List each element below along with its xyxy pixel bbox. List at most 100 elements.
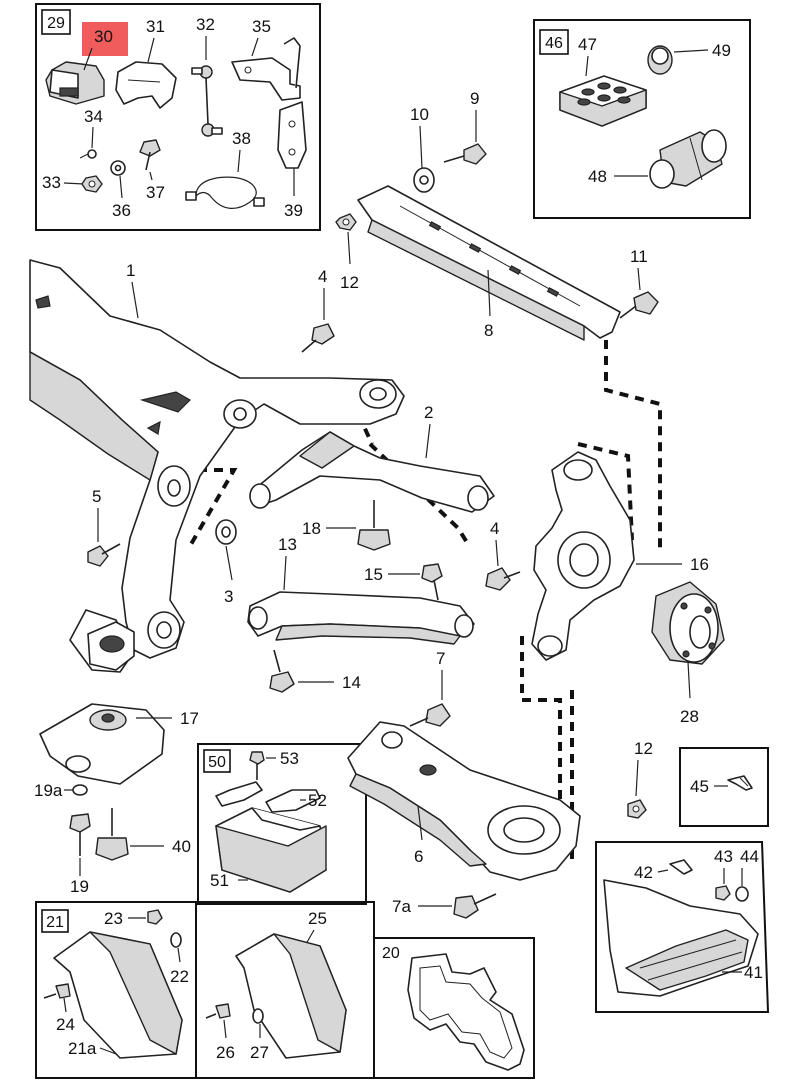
- label-49: 49: [712, 41, 731, 60]
- highlight-part-30: [82, 22, 128, 56]
- alignment-dash-6: [520, 636, 562, 860]
- label-14: 14: [342, 673, 361, 692]
- part-7a-bolt: [453, 893, 497, 919]
- box-46-tag: [539, 29, 569, 55]
- label-31: 31: [146, 17, 165, 36]
- label-42: 42: [634, 863, 653, 882]
- part-26-screw: [205, 1003, 231, 1019]
- part-45-clip: [727, 775, 753, 791]
- part-24-screw: [43, 983, 71, 999]
- part-19-bolt: [69, 813, 91, 856]
- part-12-nut-lower: [627, 799, 647, 819]
- label-19: 19: [70, 877, 89, 896]
- part-15-bolt: [421, 563, 443, 601]
- part-17-mount: [39, 703, 165, 785]
- label-43: 43: [714, 847, 733, 866]
- alignment-dash-5: [577, 442, 634, 541]
- part-52-clamps: [215, 781, 321, 813]
- label-37: 37: [146, 183, 165, 202]
- box-50-tag: [203, 749, 231, 773]
- box-45-frame: [679, 747, 769, 827]
- part-38-cable: [185, 176, 265, 209]
- box-29-number: 29: [47, 15, 65, 32]
- label-39: 39: [284, 201, 303, 220]
- part-48-bushing: [649, 129, 727, 189]
- label-18: 18: [302, 519, 321, 538]
- part-36-washer: [110, 160, 126, 176]
- part-42-clip: [669, 859, 693, 875]
- part-16-knuckle: [531, 451, 635, 661]
- label-25: 25: [308, 909, 327, 928]
- part-47-bushing-block: [559, 75, 647, 127]
- label-22: 22: [170, 967, 189, 986]
- label-33: 33: [42, 173, 61, 192]
- part-33-nut: [81, 175, 103, 193]
- box-46-frame: [533, 19, 751, 219]
- box-20-frame: [373, 937, 535, 1079]
- part-23-nut: [147, 909, 163, 925]
- label-23: 23: [104, 909, 123, 928]
- label-12-upper: 12: [340, 273, 359, 292]
- label-5: 5: [92, 487, 101, 506]
- part-6-trailing-arm: [347, 721, 581, 881]
- part-13-lower-arm: [247, 591, 475, 645]
- label-4-upper: 4: [318, 267, 327, 286]
- box-20-number: 20: [382, 945, 400, 962]
- label-35: 35: [252, 17, 271, 36]
- part-37-bolt: [139, 139, 161, 171]
- part-9-bolt: [443, 143, 487, 165]
- part-49-sleeve: [647, 45, 673, 75]
- label-7: 7: [436, 649, 445, 668]
- part-30-height-sensor: [45, 61, 105, 105]
- part-14-bolt: [269, 649, 295, 693]
- part-18-bolt: [357, 500, 391, 551]
- part-43-nut: [715, 885, 731, 901]
- part-20-pad: [407, 953, 525, 1071]
- part-10-washer: [413, 167, 435, 193]
- alignment-dash-1: [604, 340, 662, 548]
- part-44-washer: [735, 886, 749, 902]
- label-10: 10: [410, 105, 429, 124]
- label-4-lower: 4: [490, 519, 499, 538]
- label-28: 28: [680, 707, 699, 726]
- box-41-frame: [595, 841, 770, 1013]
- part-28-hub: [651, 581, 725, 665]
- label-53: 53: [280, 749, 299, 768]
- part-22-washer: [170, 932, 182, 948]
- label-30: 30: [94, 27, 113, 46]
- part-8-cross-member: [357, 185, 621, 341]
- part-4-bolt-lower: [485, 567, 521, 591]
- part-34-screw: [79, 149, 97, 159]
- part-27-washer: [252, 1008, 264, 1024]
- label-17: 17: [180, 709, 199, 728]
- box-29-frame: [35, 3, 321, 231]
- part-3-washer: [215, 519, 237, 545]
- label-8: 8: [484, 321, 493, 340]
- part-35-bracket: [231, 37, 301, 101]
- label-51: 51: [210, 871, 229, 890]
- box-21-tag: [41, 909, 69, 933]
- box-50-number: 50: [208, 754, 226, 771]
- label-6: 6: [414, 847, 423, 866]
- label-19a: 19a: [34, 781, 63, 800]
- part-41-cover: [603, 879, 759, 997]
- label-15: 15: [364, 565, 383, 584]
- part-31-bracket: [115, 61, 177, 109]
- part-5-bolt: [87, 543, 121, 567]
- part-21a-mud-flap: [53, 931, 183, 1059]
- label-27: 27: [250, 1043, 269, 1062]
- part-7-bolt: [409, 703, 451, 727]
- part-2-upper-arm: [249, 431, 495, 513]
- label-45: 45: [690, 777, 709, 796]
- label-48: 48: [588, 167, 607, 186]
- label-34: 34: [84, 107, 103, 126]
- part-25-mud-flap: [235, 933, 347, 1059]
- part-53-screw: [249, 751, 265, 780]
- label-13: 13: [278, 535, 297, 554]
- label-40: 40: [172, 837, 191, 856]
- part-4-bolt-upper: [301, 323, 335, 353]
- part-40-bolt: [95, 808, 129, 861]
- label-9: 9: [470, 89, 479, 108]
- label-44: 44: [740, 847, 759, 866]
